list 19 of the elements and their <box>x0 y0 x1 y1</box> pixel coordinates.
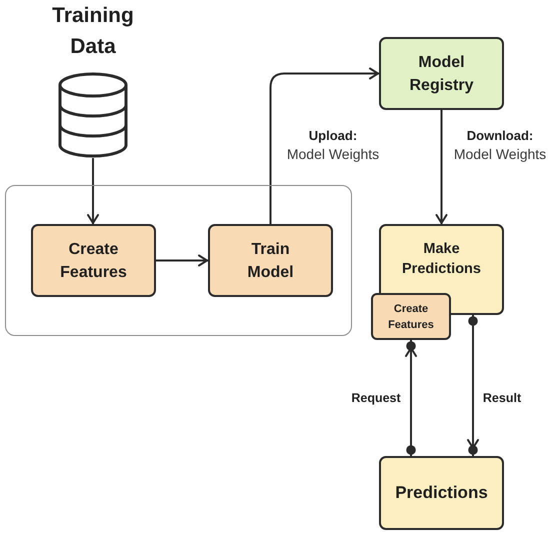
node-label: Create Features <box>387 302 435 332</box>
process-box <box>371 293 451 340</box>
arrow <box>405 340 417 456</box>
node-label: Model Registry <box>408 52 475 96</box>
arrow <box>270 68 379 224</box>
node-label: Train Model <box>246 240 295 282</box>
process-box <box>379 37 504 110</box>
node-title: Training Data <box>51 3 135 60</box>
process-box <box>208 224 333 297</box>
node-label: Create Features <box>59 240 128 282</box>
arrow <box>156 254 208 266</box>
process-box <box>31 224 156 297</box>
arrow <box>467 315 479 456</box>
node-label: Predictions <box>395 482 488 504</box>
node-label: Make Predictions <box>401 240 482 279</box>
arrow <box>87 158 99 224</box>
group-frame <box>5 185 352 336</box>
process-box <box>379 456 504 530</box>
arrow <box>436 110 448 224</box>
